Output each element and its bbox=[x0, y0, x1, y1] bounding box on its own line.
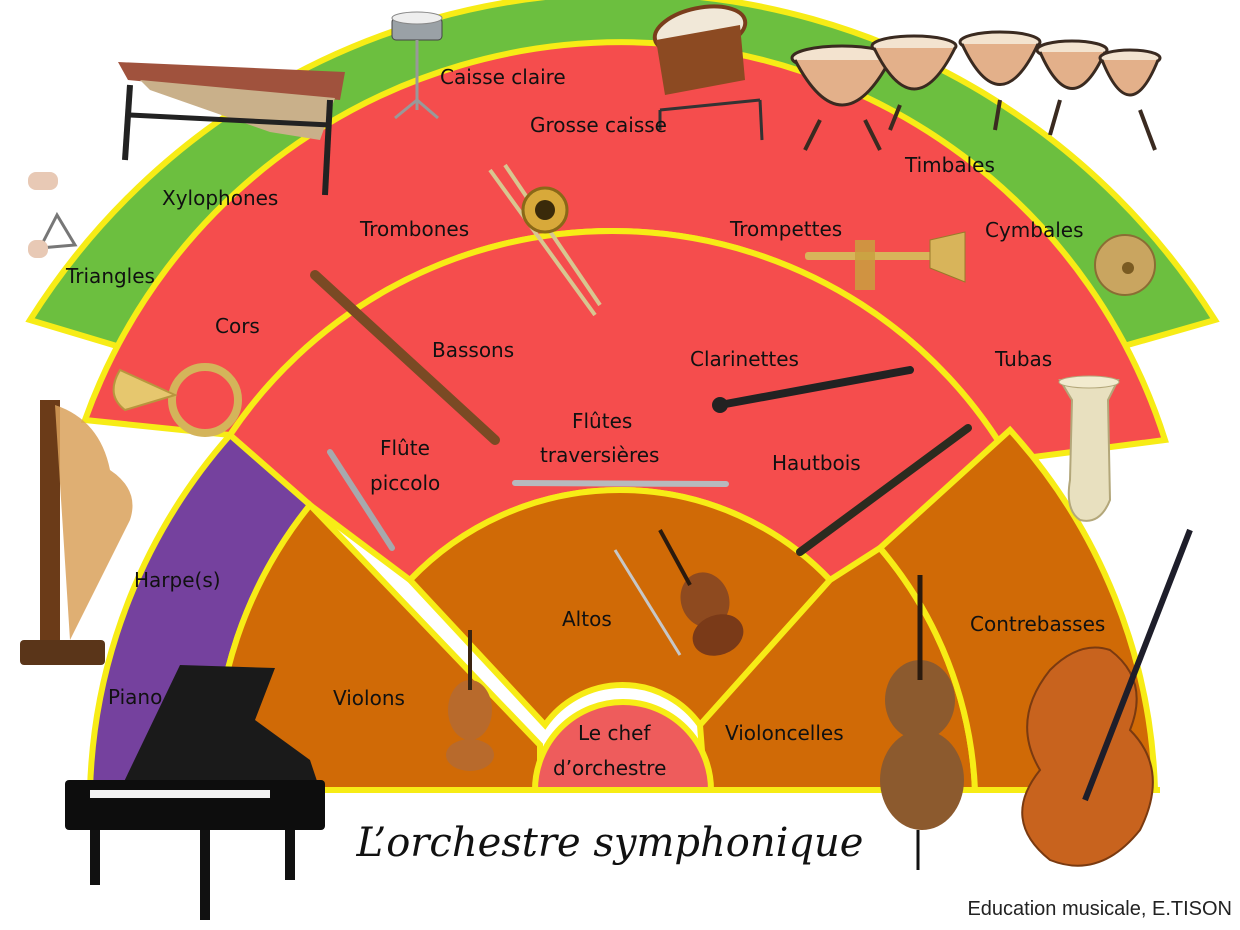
label-harpes: Harpe(s) bbox=[134, 568, 221, 592]
label-piano: Piano bbox=[108, 685, 162, 709]
label-trompettes: Trompettes bbox=[729, 217, 842, 241]
label-tubas: Tubas bbox=[994, 347, 1052, 371]
label-cors: Cors bbox=[215, 314, 260, 338]
label-piccolo-line1: Flûte bbox=[380, 436, 430, 460]
double-bass-icon bbox=[1021, 528, 1193, 867]
harp-icon bbox=[20, 400, 133, 665]
label-contrebasses: Contrebasses bbox=[970, 612, 1105, 636]
label-chef-line1: Le chef bbox=[578, 721, 651, 745]
label-violons: Violons bbox=[333, 686, 405, 710]
credit-text: Education musicale, E.TISON bbox=[967, 898, 1232, 920]
conductor-podium bbox=[531, 699, 715, 793]
french-horn-icon bbox=[112, 363, 242, 437]
label-altos: Altos bbox=[562, 607, 612, 631]
label-clarinettes: Clarinettes bbox=[690, 347, 799, 371]
xylophone-icon bbox=[118, 62, 345, 196]
label-flutes-line2: traversières bbox=[540, 443, 659, 467]
bass-drum-icon bbox=[652, 4, 764, 141]
label-hautbois: Hautbois bbox=[772, 451, 861, 475]
label-bassons: Bassons bbox=[432, 338, 514, 362]
trombone-icon bbox=[488, 163, 602, 317]
piano-icon bbox=[65, 665, 325, 920]
cello-icon bbox=[880, 575, 964, 870]
label-xylophones: Xylophones bbox=[162, 186, 278, 210]
label-triangles: Triangles bbox=[65, 264, 155, 288]
diagram-title-text: L’orchestre symphonique bbox=[356, 820, 864, 866]
label-flutes-line1: Flûtes bbox=[572, 409, 632, 433]
label-grosse-caisse: Grosse caisse bbox=[530, 113, 667, 137]
tuba-icon bbox=[1058, 375, 1120, 522]
label-trombones: Trombones bbox=[359, 217, 469, 241]
label-timbales: Timbales bbox=[904, 153, 995, 177]
oboe-icon bbox=[796, 424, 972, 556]
snare-drum-icon bbox=[391, 11, 443, 120]
bassoon-icon bbox=[310, 270, 500, 445]
violin-icon bbox=[446, 630, 494, 771]
clarinet-icon bbox=[712, 366, 914, 413]
piccolo-icon bbox=[327, 449, 395, 551]
label-cymbales: Cymbales bbox=[985, 218, 1084, 242]
viola-icon bbox=[613, 529, 744, 656]
cymbals-icon bbox=[1094, 234, 1156, 296]
label-chef-line2: d’orchestre bbox=[553, 756, 666, 780]
label-caisse-claire: Caisse claire bbox=[440, 65, 566, 89]
triangle-icon bbox=[28, 172, 78, 258]
diagram-title: L’orchestre symphonique bbox=[0, 820, 1240, 866]
label-piccolo-line2: piccolo bbox=[370, 471, 440, 495]
label-violoncelles: Violoncelles bbox=[725, 721, 844, 745]
timpani-icon bbox=[790, 30, 1162, 151]
flute-icon bbox=[512, 480, 729, 487]
violas-section bbox=[405, 487, 835, 730]
trumpet-icon bbox=[805, 231, 966, 290]
